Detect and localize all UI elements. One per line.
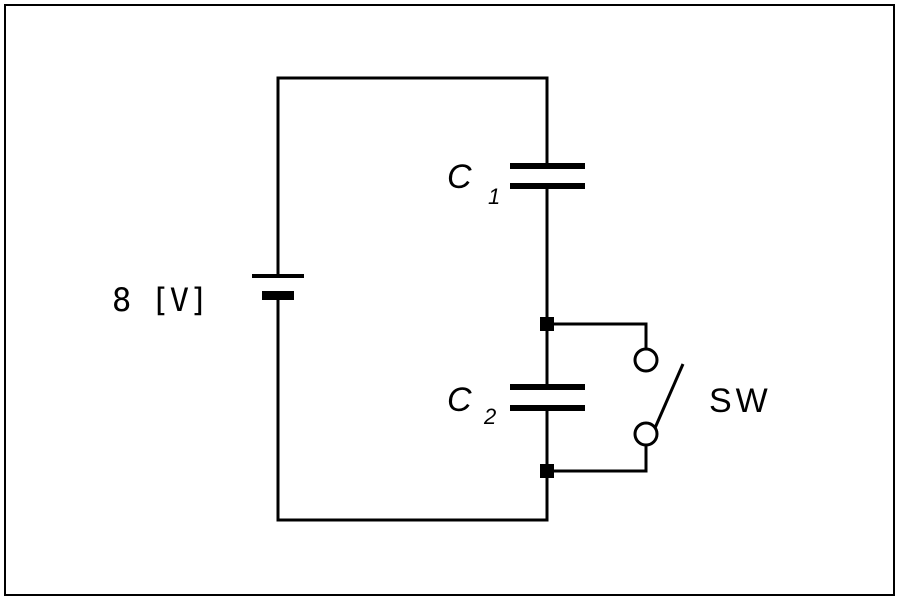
battery-long-plate: [252, 274, 304, 278]
capacitor-c1-label: C 1: [447, 158, 500, 209]
battery-voltage-label: 8 [V]: [112, 281, 208, 319]
battery-short-plate: [262, 291, 294, 300]
switch-label: SW: [709, 382, 772, 420]
switch-lever: [653, 363, 685, 429]
capacitor-c2-subscript: 2: [483, 404, 496, 429]
capacitor-c1-plate-top: [510, 163, 585, 169]
switch-symbol: [633, 347, 685, 447]
capacitor-c1-plate-bottom: [510, 183, 585, 189]
junction-node-lower: [540, 464, 554, 478]
wire-switch-lower: [545, 444, 648, 473]
capacitor-c1: [510, 163, 585, 189]
capacitor-c2: [510, 384, 585, 411]
battery-symbol: [252, 274, 304, 300]
switch-terminal-upper: [633, 347, 659, 373]
wire-switch-upper: [545, 322, 648, 350]
capacitor-c1-subscript: 1: [488, 184, 500, 209]
junction-node-upper: [540, 317, 554, 331]
capacitor-c2-plate-top: [510, 384, 585, 390]
diagram-frame: [4, 4, 895, 596]
switch-terminal-lower: [633, 421, 659, 447]
capacitor-c2-letter: C: [447, 381, 472, 419]
capacitor-c2-label: C 2: [447, 381, 496, 429]
capacitor-c2-plate-bottom: [510, 405, 585, 411]
capacitor-c1-letter: C: [447, 158, 472, 196]
